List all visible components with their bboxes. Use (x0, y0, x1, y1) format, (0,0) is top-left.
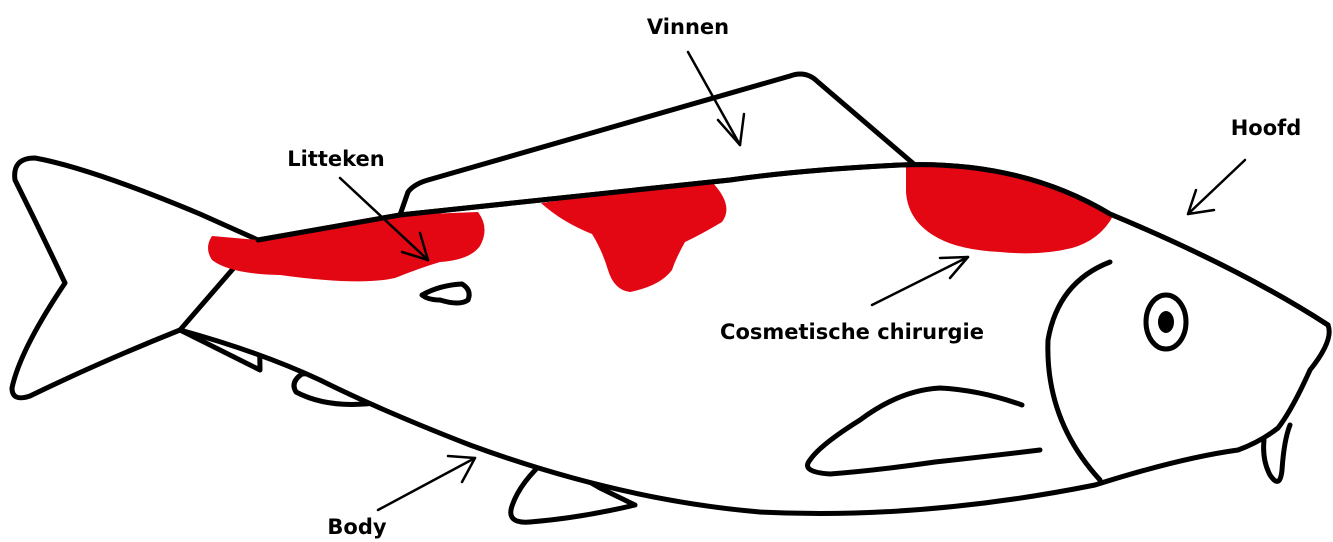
arrow-body (378, 456, 475, 510)
label-hoofd: Hoofd (1231, 116, 1302, 140)
label-cosmetische-chirurgie: Cosmetische chirurgie (720, 320, 984, 344)
arrow-hoofd (1188, 160, 1245, 214)
label-litteken: Litteken (287, 147, 385, 171)
label-body: Body (327, 515, 386, 539)
pupil (1158, 311, 1174, 333)
label-vinnen: Vinnen (647, 15, 729, 39)
